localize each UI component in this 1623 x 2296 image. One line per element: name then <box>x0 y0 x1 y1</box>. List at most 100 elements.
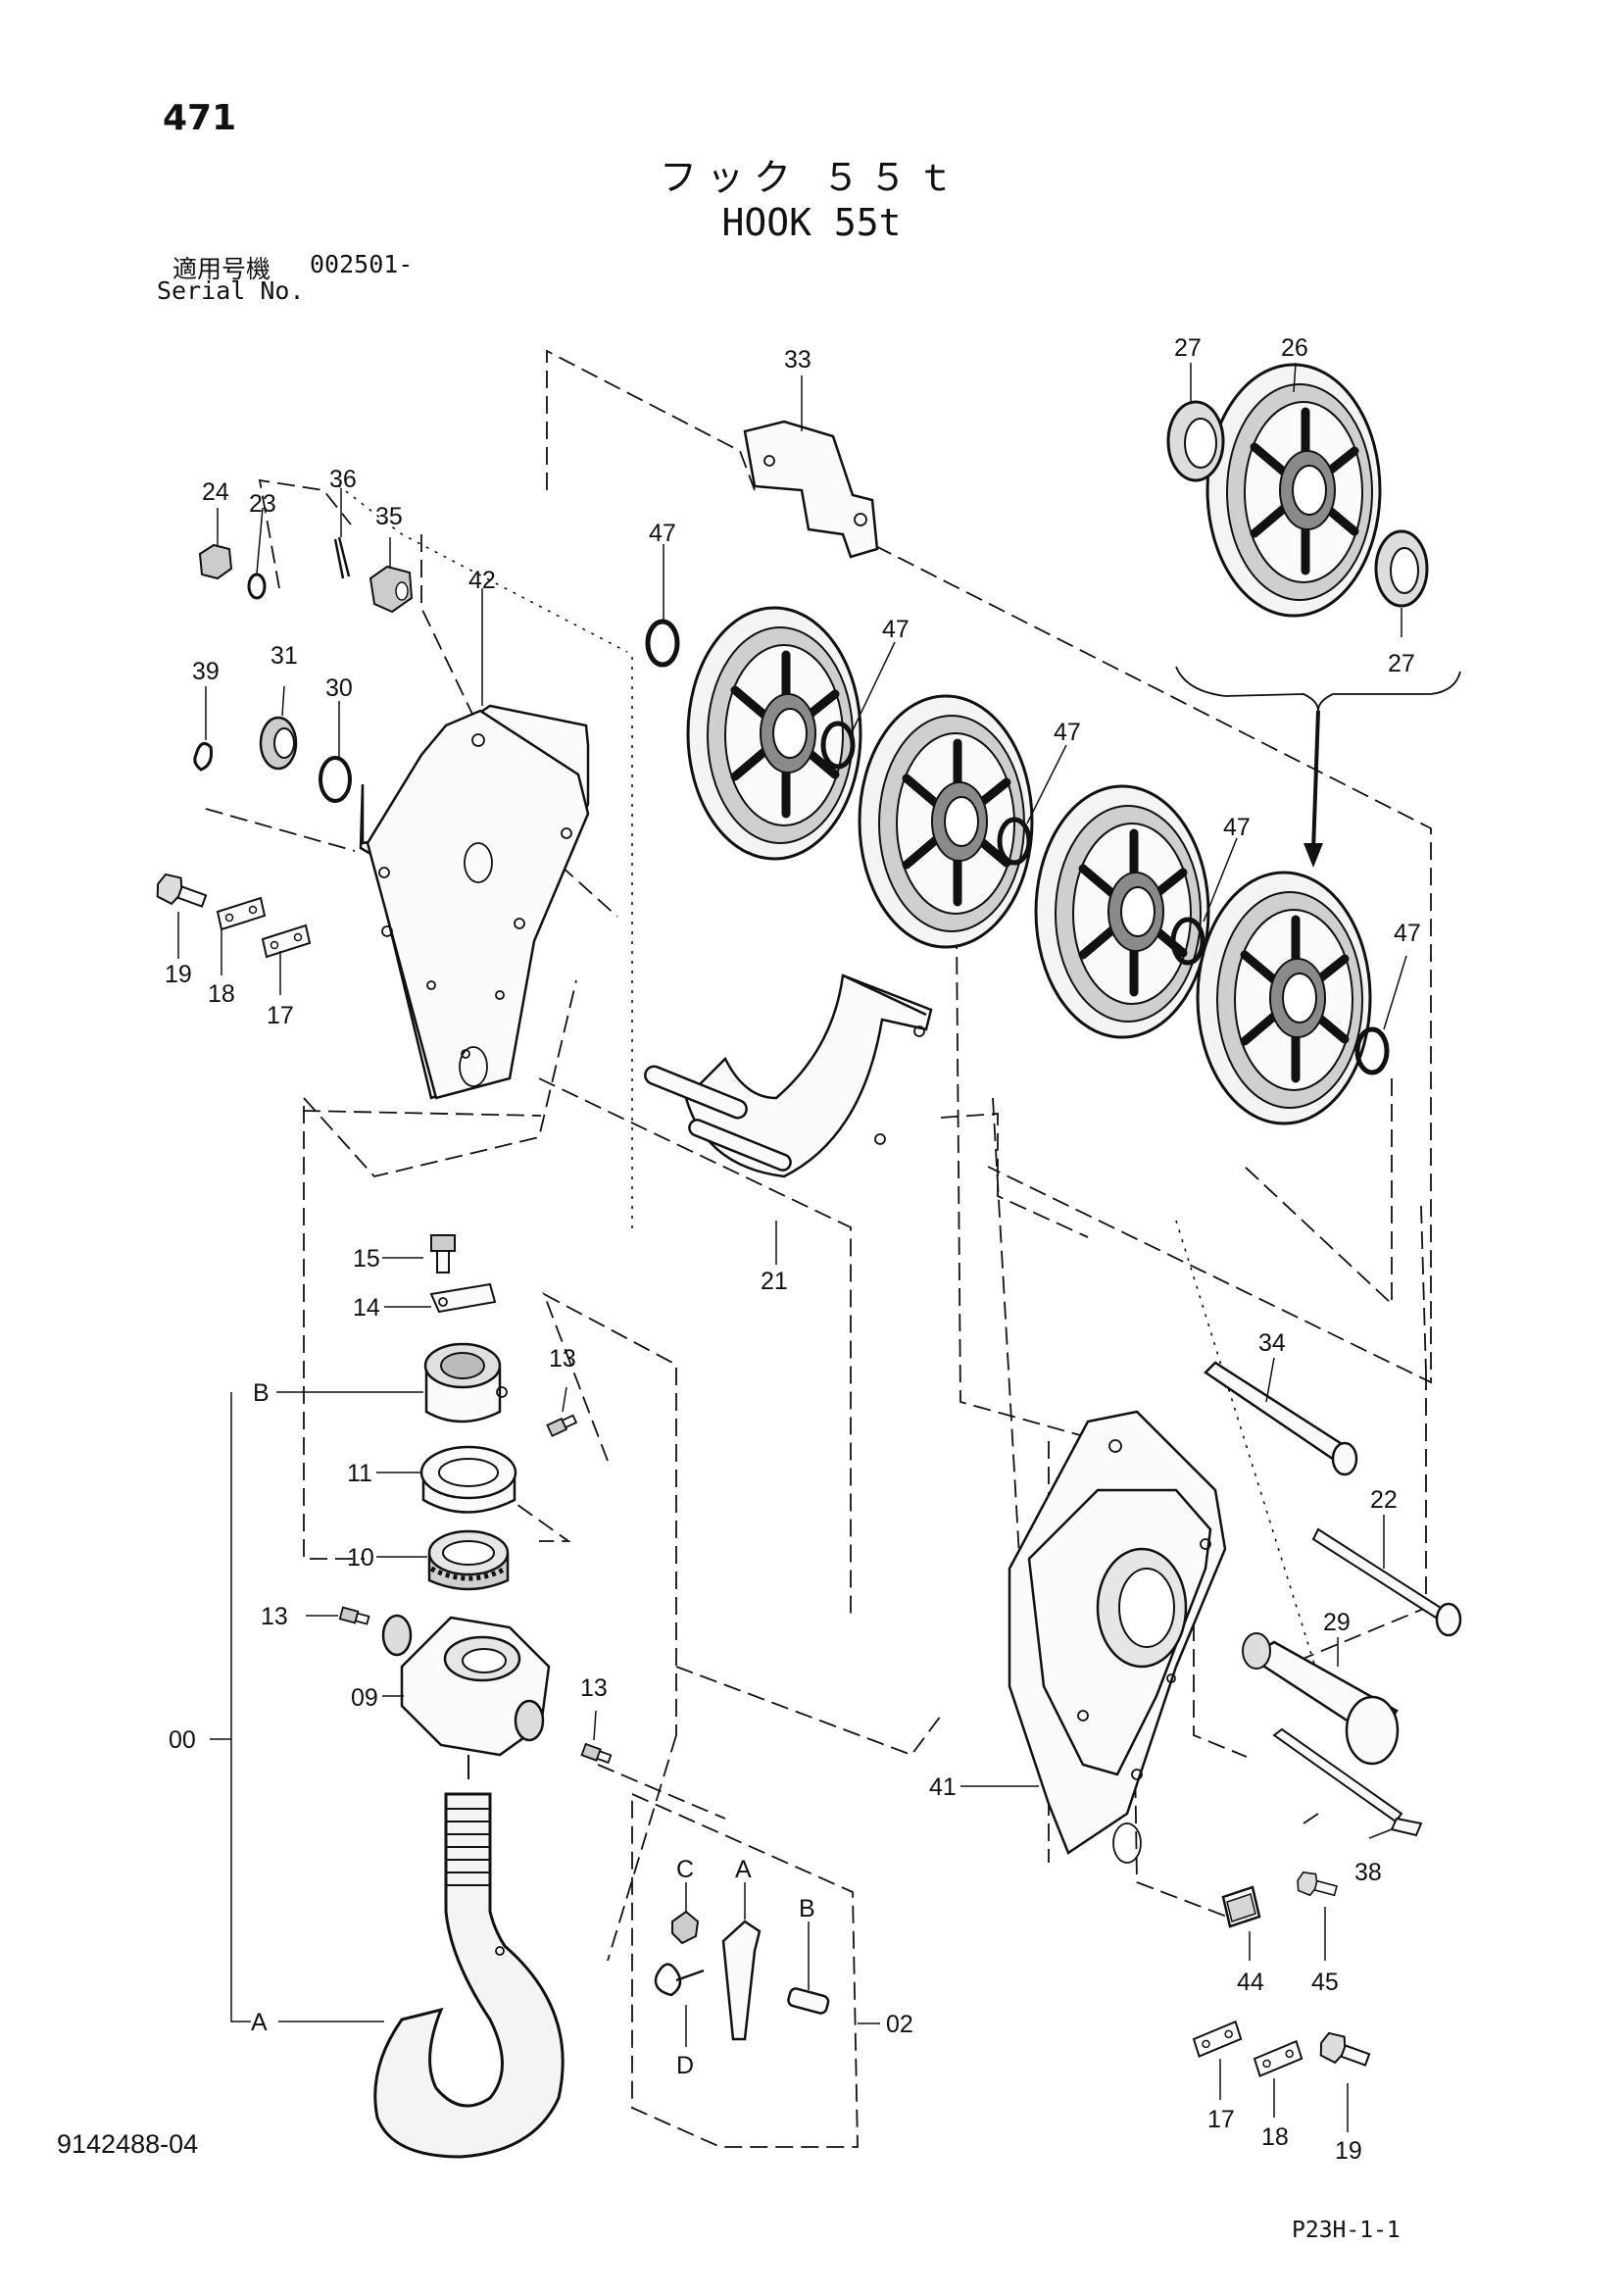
callout-22: 22 <box>1370 1486 1398 1514</box>
callout-09: 09 <box>351 1684 378 1712</box>
bolt-45 <box>1294 1869 1340 1903</box>
title-japanese: フック ５５ｔ <box>659 156 964 199</box>
callout-24: 24 <box>202 478 229 506</box>
callout-34: 34 <box>1258 1329 1286 1357</box>
callout-23: 23 <box>249 490 276 518</box>
callout-47-3: 47 <box>1054 719 1081 746</box>
grease-fitting-13-right <box>580 1743 613 1766</box>
callout-A-hook: A <box>251 2009 268 2036</box>
callout-41: 41 <box>929 1773 957 1801</box>
callout-42: 42 <box>468 567 496 594</box>
leader-lines <box>177 362 1407 2132</box>
callout-36: 36 <box>329 466 357 493</box>
callout-19-right: 19 <box>1335 2137 1362 2165</box>
pin-38 <box>1272 1727 1423 1837</box>
hook <box>373 1792 565 2159</box>
callout-21: 21 <box>761 1268 788 1295</box>
callout-29: 29 <box>1323 1609 1351 1636</box>
callout-00: 00 <box>169 1726 196 1754</box>
callout-38: 38 <box>1354 1859 1382 1886</box>
cotter-pin-36 <box>333 536 351 579</box>
callout-18-right: 18 <box>1261 2123 1289 2151</box>
callout-39: 39 <box>192 658 220 685</box>
washer-23 <box>247 573 267 600</box>
callout-35: 35 <box>375 503 403 530</box>
callout-47-4: 47 <box>1223 814 1251 841</box>
callout-19-left: 19 <box>165 961 192 988</box>
side-plate-42 <box>359 704 590 1100</box>
bolt-15 <box>430 1234 456 1273</box>
bolt-19-right <box>1315 2028 1373 2074</box>
callout-47-1: 47 <box>649 520 676 547</box>
callout-13-upper: 13 <box>549 1345 576 1373</box>
plate-44 <box>1221 1885 1261 1928</box>
group-brace <box>1175 666 1461 712</box>
nut-B <box>423 1342 508 1423</box>
callout-27-upper: 27 <box>1174 334 1202 362</box>
callout-labels: 33 27 26 27 24 23 36 35 42 47 47 47 47 4… <box>165 334 1421 2165</box>
bolt-19-left <box>152 870 210 916</box>
callout-44: 44 <box>1237 1969 1264 1996</box>
title-english: HOOK 55t <box>721 201 902 244</box>
lock-washer-30 <box>319 756 352 803</box>
callout-13-left: 13 <box>261 1603 288 1630</box>
callout-14: 14 <box>353 1294 380 1322</box>
lock-plate-14 <box>429 1282 497 1314</box>
callout-17-left: 17 <box>267 1002 294 1029</box>
page-code: P23H-1-1 <box>1292 2218 1401 2243</box>
trunnion-09 <box>381 1614 551 1779</box>
bracket-33 <box>743 420 879 559</box>
callout-30: 30 <box>325 674 353 702</box>
callout-02: 02 <box>886 2011 913 2038</box>
drawing-number: 9142488-04 <box>57 2129 199 2159</box>
callout-47-2: 47 <box>882 616 910 643</box>
callout-33: 33 <box>784 346 812 374</box>
nut-31 <box>259 716 298 771</box>
callout-B-nut: B <box>253 1379 270 1407</box>
plate-18-right <box>1252 2039 1304 2077</box>
callout-C: C <box>676 1856 694 1883</box>
sheave-3 <box>1036 786 1208 1037</box>
callout-10: 10 <box>347 1544 374 1572</box>
o-ring-47-1 <box>648 622 677 665</box>
latch-kit-02-parts <box>654 1910 830 2041</box>
shaft-29 <box>1242 1632 1400 1766</box>
side-plate-41 <box>1008 1410 1227 1864</box>
callout-17-right: 17 <box>1207 2106 1235 2133</box>
castle-nut-35 <box>369 565 414 614</box>
plate-17-right <box>1191 2020 1244 2058</box>
bolt-22 <box>1311 1527 1462 1637</box>
callout-11: 11 <box>347 1460 372 1487</box>
arrow-down-icon <box>1303 710 1323 868</box>
grease-fitting-13-upper <box>546 1413 578 1437</box>
plate-18-left <box>217 897 266 930</box>
grease-fitting-13-left <box>338 1606 370 1627</box>
callout-45: 45 <box>1311 1969 1339 1996</box>
snap-ring-39 <box>193 741 213 772</box>
callout-31: 31 <box>270 642 298 670</box>
serial-label-english: Serial No. <box>157 276 305 305</box>
sheave-4 <box>1198 873 1370 1123</box>
bearing-27-lower <box>1374 529 1429 608</box>
plate-17-left <box>262 924 311 958</box>
cover-21 <box>644 973 933 1178</box>
callout-D: D <box>676 2052 694 2079</box>
sheave-1 <box>688 608 861 859</box>
callout-26: 26 <box>1281 334 1308 362</box>
pin-34 <box>1204 1361 1358 1476</box>
serial-label-japanese: 適用号機 <box>172 255 271 283</box>
callout-13-right: 13 <box>580 1674 608 1702</box>
sheave-26 <box>1207 365 1380 616</box>
ring-11 <box>419 1445 517 1514</box>
page-number: 471 <box>163 98 237 138</box>
callout-B-latch: B <box>799 1895 815 1922</box>
nut-24 <box>198 543 233 580</box>
kit-02-outline <box>631 1792 859 2148</box>
thrust-bearing-10 <box>427 1529 510 1591</box>
serial-number-value: 002501- <box>310 250 414 278</box>
callout-47-5: 47 <box>1394 920 1421 947</box>
callout-15: 15 <box>353 1245 380 1273</box>
callout-A-latch: A <box>735 1856 752 1883</box>
callout-18-left: 18 <box>208 980 235 1008</box>
